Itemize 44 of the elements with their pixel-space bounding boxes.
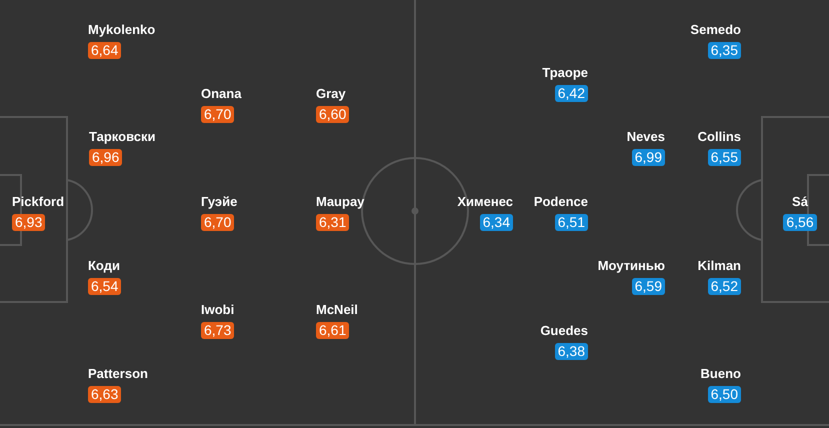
- player-name: Траоре: [542, 65, 588, 81]
- player-name: Patterson: [88, 366, 148, 382]
- rating-badge: 6,35: [708, 42, 741, 59]
- rating-badge: 6,93: [12, 214, 46, 231]
- rating-badge: 6,56: [783, 214, 817, 231]
- rating-badge: 6,99: [632, 149, 665, 166]
- player-name: Semedo: [690, 22, 741, 38]
- rating-badge: 6,70: [201, 214, 234, 231]
- rating-badge: 6,70: [201, 106, 234, 123]
- rating-badge: 6,34: [480, 214, 513, 231]
- player-name: Podence: [534, 194, 588, 210]
- player-name: McNeil: [316, 302, 358, 318]
- player-name: Gray: [316, 86, 346, 102]
- player-name: Maupay: [316, 194, 364, 210]
- player-name: Коди: [88, 258, 120, 274]
- player-name: Guedes: [540, 323, 588, 339]
- player-name: Хименес: [457, 194, 513, 210]
- player-name: Pickford: [12, 194, 64, 210]
- player-name: Onana: [201, 86, 242, 102]
- player-name: Гуэйе: [201, 194, 238, 210]
- rating-badge: 6,55: [708, 149, 741, 166]
- rating-badge: 6,60: [316, 106, 350, 123]
- rating-badge: 6,31: [316, 214, 350, 231]
- player-name: Mykolenko: [88, 22, 156, 38]
- player-name: Iwobi: [201, 302, 234, 318]
- rating-badge: 6,73: [201, 322, 234, 339]
- rating-badge: 6,52: [708, 278, 741, 295]
- rating-badge: 6,63: [88, 386, 122, 403]
- rating-badge: 6,51: [554, 214, 588, 231]
- player-name: Sá: [792, 194, 808, 210]
- rating-badge: 6,96: [89, 149, 122, 166]
- rating-badge: 6,61: [316, 322, 350, 339]
- rating-badge: 6,54: [88, 278, 122, 295]
- player-name: Тарковски: [89, 129, 156, 145]
- rating-badge: 6,59: [632, 278, 665, 295]
- rating-badge: 6,38: [554, 343, 588, 360]
- rating-badge: 6,42: [554, 85, 588, 102]
- player-name: Neves: [626, 129, 665, 145]
- rating-badge: 6,64: [88, 42, 122, 59]
- rating-badge: 6,50: [708, 386, 741, 403]
- player-name: Моутинью: [598, 258, 665, 274]
- player-name: Collins: [698, 129, 741, 145]
- player-name: Bueno: [700, 366, 741, 382]
- player-name: Kilman: [698, 258, 741, 274]
